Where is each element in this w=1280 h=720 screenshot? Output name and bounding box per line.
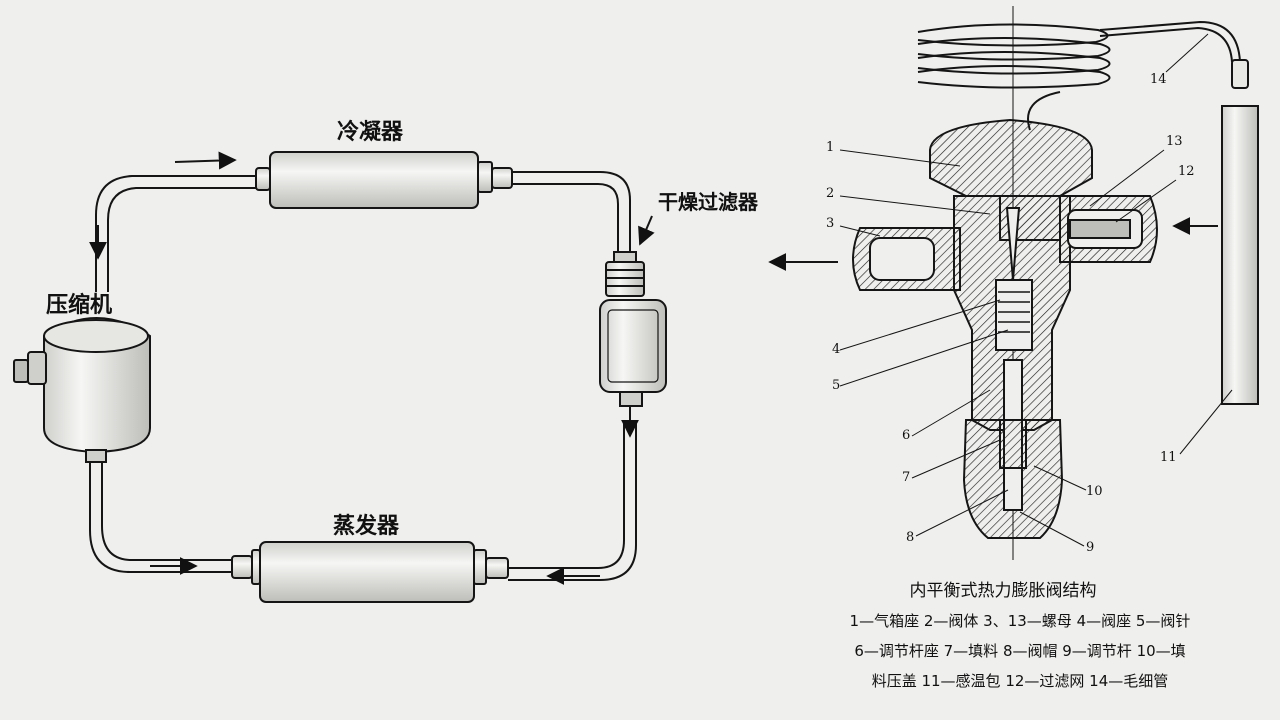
part-number-8: 8 bbox=[906, 530, 915, 545]
part-number-11: 11 bbox=[1160, 450, 1177, 465]
pipe-compressor-to-evaporator bbox=[89, 460, 232, 573]
pipe-compressor-to-condenser bbox=[95, 175, 258, 292]
part-number-6: 6 bbox=[902, 428, 911, 443]
legend-line-3: 料压盖 11—感温包 12—过滤网 14—毛细管 bbox=[871, 672, 1169, 690]
part-number-10: 10 bbox=[1086, 484, 1103, 499]
part-number-5: 5 bbox=[832, 378, 841, 393]
pipe-filter-to-evaporator bbox=[508, 420, 637, 581]
part-number-1: 1 bbox=[826, 140, 835, 155]
capillary-coil bbox=[917, 20, 1241, 131]
part-number-14: 14 bbox=[1150, 72, 1167, 87]
filter-drier-label: 干燥过滤器 bbox=[658, 190, 758, 214]
expansion-valve bbox=[768, 6, 1259, 560]
flow-arrow-condenser-in bbox=[174, 151, 237, 170]
part-number-7: 7 bbox=[902, 470, 911, 485]
part-number-13: 13 bbox=[1166, 134, 1183, 149]
part-number-4: 4 bbox=[832, 342, 841, 357]
leader-lines bbox=[839, 33, 1233, 547]
evaporator-label: 蒸发器 bbox=[333, 514, 400, 539]
legend-line-1: 1—气箱座 2—阀体 3、13—螺母 4—阀座 5—阀针 bbox=[849, 612, 1191, 630]
refrigeration-cycle bbox=[13, 151, 667, 603]
part-number-2: 2 bbox=[826, 186, 835, 201]
condenser-body bbox=[255, 151, 513, 209]
part-number-3: 3 bbox=[826, 216, 835, 231]
legend-line-2: 6—调节杆座 7—填料 8—阀帽 9—调节杆 10—填 bbox=[854, 642, 1186, 660]
filter-drier-body bbox=[599, 251, 667, 407]
sensing-bulb bbox=[1221, 59, 1259, 405]
part-number-9: 9 bbox=[1086, 540, 1095, 555]
compressor-label: 压缩机 bbox=[46, 293, 113, 318]
pipe-condenser-to-filter bbox=[512, 171, 631, 258]
part-number-12: 12 bbox=[1178, 164, 1195, 179]
compressor-body bbox=[13, 317, 151, 463]
flow-arrow-filter-in bbox=[638, 215, 655, 246]
evaporator-body bbox=[231, 541, 509, 603]
valve-body-section bbox=[852, 118, 1158, 539]
valve-title: 内平衡式热力膨胀阀结构 bbox=[909, 581, 1097, 601]
condenser-label: 冷凝器 bbox=[337, 120, 404, 145]
